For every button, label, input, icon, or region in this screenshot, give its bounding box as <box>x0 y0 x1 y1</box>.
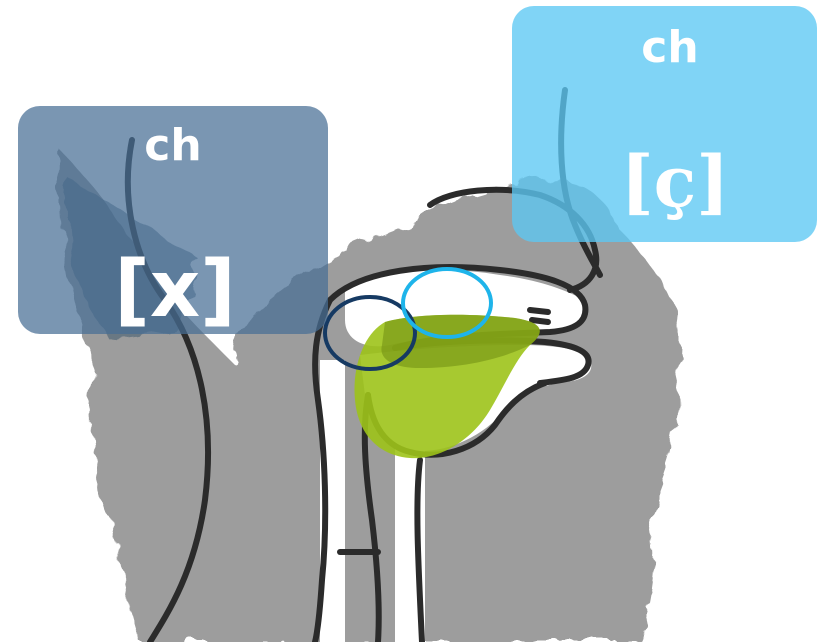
velar-articulation-circle <box>323 295 417 371</box>
palatal-label-box <box>512 6 817 242</box>
velar-label-box <box>18 106 328 334</box>
palatal-articulation-circle <box>401 267 493 339</box>
velar-ipa-symbol: [x] <box>114 245 236 335</box>
palatal-grapheme: ch <box>641 22 699 73</box>
palatal-ipa-symbol: [ç] <box>620 140 730 223</box>
velar-grapheme: ch <box>144 120 202 171</box>
tongue-top-band <box>381 314 540 368</box>
